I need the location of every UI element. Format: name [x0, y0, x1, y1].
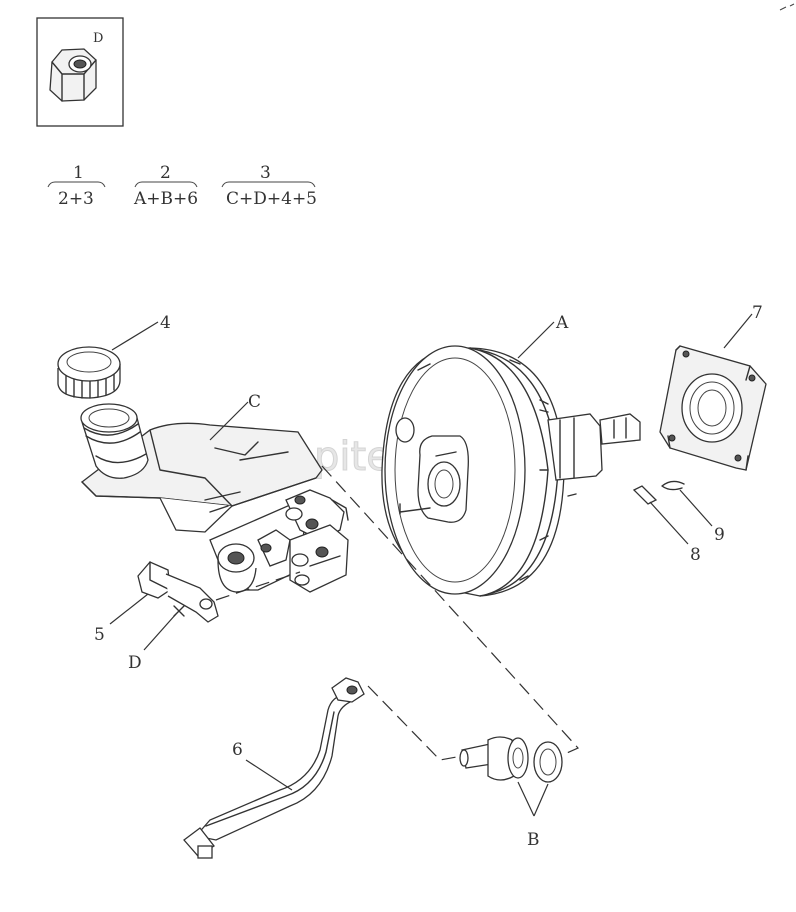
- callout-6: 6: [232, 740, 243, 760]
- callout-A: A: [555, 313, 569, 333]
- leader-B: [517, 781, 549, 817]
- group-number: 3: [260, 163, 271, 183]
- callout-9: 9: [714, 525, 725, 545]
- bracket-icon: [137, 561, 219, 623]
- leader-5: [109, 593, 149, 625]
- group-number: 1: [73, 163, 84, 183]
- inset-letter: D: [93, 31, 103, 46]
- callout-7: 7: [752, 303, 763, 323]
- assembly-line-bracket: [215, 571, 301, 601]
- pin-icon: [632, 485, 658, 505]
- reservoir-cap-icon: [57, 346, 121, 399]
- master-cylinder-icon: [80, 403, 349, 593]
- group-parts: C+D+4+5: [226, 189, 317, 209]
- leader-C: [209, 401, 249, 441]
- group-formula-2: 2 A+B+6: [133, 163, 198, 209]
- hex-nut-icon: [49, 48, 97, 102]
- brake-booster-icon: [381, 345, 641, 597]
- group-formula-1: 1 2+3: [47, 163, 106, 209]
- leader-6: [245, 759, 293, 791]
- callout-5: 5: [94, 625, 105, 645]
- group-formula-3: 3 C+D+4+5: [221, 163, 317, 209]
- check-valve-icon: [459, 736, 529, 781]
- callout-4: 4: [160, 313, 171, 333]
- callout-D: D: [128, 653, 142, 673]
- callout-B: B: [527, 830, 540, 850]
- vacuum-hose-icon: [183, 677, 365, 859]
- clip-icon: [661, 480, 685, 491]
- inset-box: D: [36, 17, 124, 127]
- corner-mark: [779, 3, 795, 11]
- leader-A: [517, 321, 555, 359]
- assembly-line-booster: [321, 465, 580, 757]
- callout-C: C: [248, 392, 261, 412]
- leader-8: [649, 501, 689, 545]
- leader-9: [679, 489, 713, 527]
- group-parts: A+B+6: [133, 189, 198, 209]
- assembly-line-hose: [367, 685, 463, 761]
- leader-4: [111, 321, 159, 351]
- callout-8: 8: [690, 545, 701, 565]
- group-number: 2: [160, 163, 171, 183]
- grommet-icon: [533, 741, 563, 783]
- gasket-icon: [659, 345, 767, 471]
- group-parts: 2+3: [58, 189, 94, 209]
- leader-D: [143, 613, 177, 651]
- leader-7: [723, 313, 753, 349]
